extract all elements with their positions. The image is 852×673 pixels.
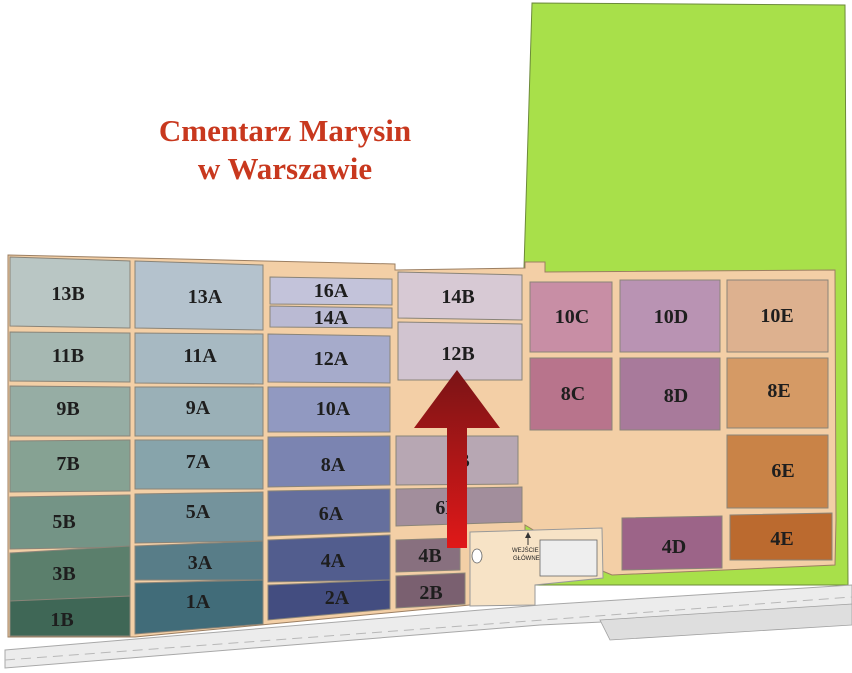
section-label-7a: 7A <box>186 451 211 473</box>
section-label-10a: 10A <box>316 398 351 420</box>
section-label-7b: 7B <box>56 453 79 475</box>
section-label-4a: 4A <box>321 550 346 572</box>
entrance-label-2: GŁÓWNE <box>513 555 540 562</box>
section-label-10d: 10D <box>654 306 688 328</box>
section-9b[interactable] <box>9 385 131 437</box>
section-12a[interactable] <box>267 333 391 384</box>
section-8a[interactable] <box>267 435 391 488</box>
section-8c[interactable] <box>529 357 613 431</box>
section-label-9a: 9A <box>186 397 211 419</box>
section-label-4e: 4E <box>770 528 793 550</box>
section-label-10e: 10E <box>760 305 793 327</box>
section-label-5a: 5A <box>186 501 211 523</box>
section-label-12b: 12B <box>441 343 474 365</box>
road-lower <box>599 603 852 641</box>
section-12b[interactable] <box>397 321 523 381</box>
title-line-1: Cmentarz Marysin <box>158 113 412 148</box>
section-2b[interactable] <box>395 572 466 609</box>
section-label-5b: 5B <box>52 511 75 533</box>
section-label-2a: 2A <box>325 587 350 609</box>
direction-arrow <box>414 370 500 548</box>
entrance-label-1: WEJŚCIE <box>512 546 539 554</box>
section-4b[interactable] <box>395 537 461 573</box>
section-6e[interactable] <box>726 434 829 509</box>
section-label-16a: 16A <box>314 280 349 302</box>
section-11b[interactable] <box>9 331 131 383</box>
map-title: Cmentarz Marysin w Warszawie <box>120 112 450 188</box>
section-6a[interactable] <box>267 488 391 537</box>
section-label-8a: 8A <box>321 454 346 476</box>
section-label-12a: 12A <box>314 348 349 370</box>
section-7b[interactable] <box>9 439 131 493</box>
section-label-10c: 10C <box>555 306 589 328</box>
section-label-6a: 6A <box>319 503 344 525</box>
entrance-building <box>539 539 598 577</box>
section-13b[interactable] <box>9 256 131 329</box>
road <box>4 584 852 669</box>
section-label-2b: 2B <box>419 582 442 604</box>
section-14b[interactable] <box>397 271 523 321</box>
section-label-4b: 4B <box>418 545 441 567</box>
section-11a[interactable] <box>134 332 264 385</box>
section-10a[interactable] <box>267 386 391 433</box>
section-label-13b: 13B <box>51 283 84 305</box>
section-1a[interactable] <box>134 579 264 635</box>
section-label-14a: 14A <box>314 307 349 329</box>
sections: 13B 13A 16A 14A 14B 12B 11B 11A 12A 9B 9A 10A 7B 7A 8A… <box>9 256 833 637</box>
section-label-8d: 8D <box>664 385 688 407</box>
entrance-fountain <box>471 548 483 564</box>
section-4e[interactable] <box>729 512 833 561</box>
section-10d[interactable] <box>619 279 721 353</box>
section-label-14b: 14B <box>441 286 474 308</box>
section-label-13a: 13A <box>188 286 223 308</box>
section-label-3b: 3B <box>52 563 75 585</box>
section-10c[interactable] <box>529 281 613 353</box>
section-7a[interactable] <box>134 439 264 490</box>
section-1b[interactable] <box>9 595 131 637</box>
section-4d[interactable] <box>621 515 723 571</box>
section-13a[interactable] <box>134 260 264 331</box>
section-10e[interactable] <box>726 279 829 353</box>
section-9a[interactable] <box>134 386 264 437</box>
section-16a[interactable] <box>269 276 393 306</box>
entrance-arrow-icon <box>525 532 531 538</box>
road-line <box>4 596 852 661</box>
section-label-6e: 6E <box>771 460 794 482</box>
section-2a[interactable] <box>267 579 391 621</box>
section-label-3a: 3A <box>188 552 213 574</box>
section-label-4d: 4D <box>662 536 686 558</box>
section-label-9b: 9B <box>56 398 79 420</box>
section-label-8c: 8C <box>561 383 585 405</box>
section-label-8e: 8E <box>767 380 790 402</box>
section-8d[interactable] <box>619 357 721 431</box>
title-line-2: w Warszawie <box>197 151 373 186</box>
section-label-1a: 1A <box>186 591 211 613</box>
section-label-1b: 1B <box>50 609 73 631</box>
section-label-11b: 11B <box>52 345 84 367</box>
section-8e[interactable] <box>726 357 829 429</box>
section-14a[interactable] <box>269 305 393 329</box>
section-label-11a: 11A <box>183 345 217 367</box>
